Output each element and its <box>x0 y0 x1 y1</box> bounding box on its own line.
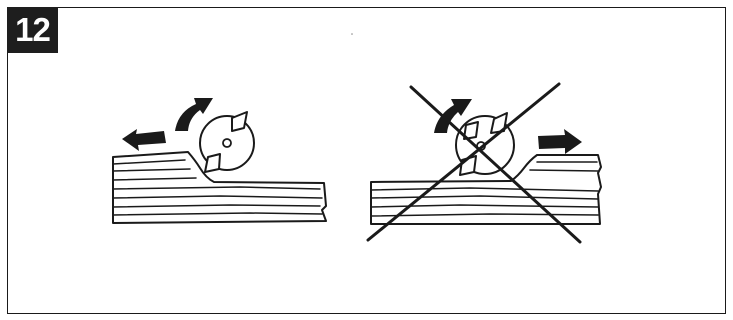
cross-out-icon <box>366 82 582 244</box>
figure-frame <box>7 7 726 314</box>
direction-arrow-icon <box>122 129 166 151</box>
rotation-arrow-icon <box>434 99 472 133</box>
rotation-arrow-icon <box>175 98 213 131</box>
panel-correct <box>112 98 327 224</box>
panel-incorrect <box>366 82 602 244</box>
speck <box>351 33 353 35</box>
router-bit-icon <box>455 112 515 176</box>
workpiece-board-left <box>112 151 327 224</box>
direction-arrow-icon <box>538 129 582 154</box>
router-bit-icon <box>199 111 255 173</box>
figure-number-badge: 12 <box>7 7 58 53</box>
workpiece-board-right <box>370 154 602 225</box>
